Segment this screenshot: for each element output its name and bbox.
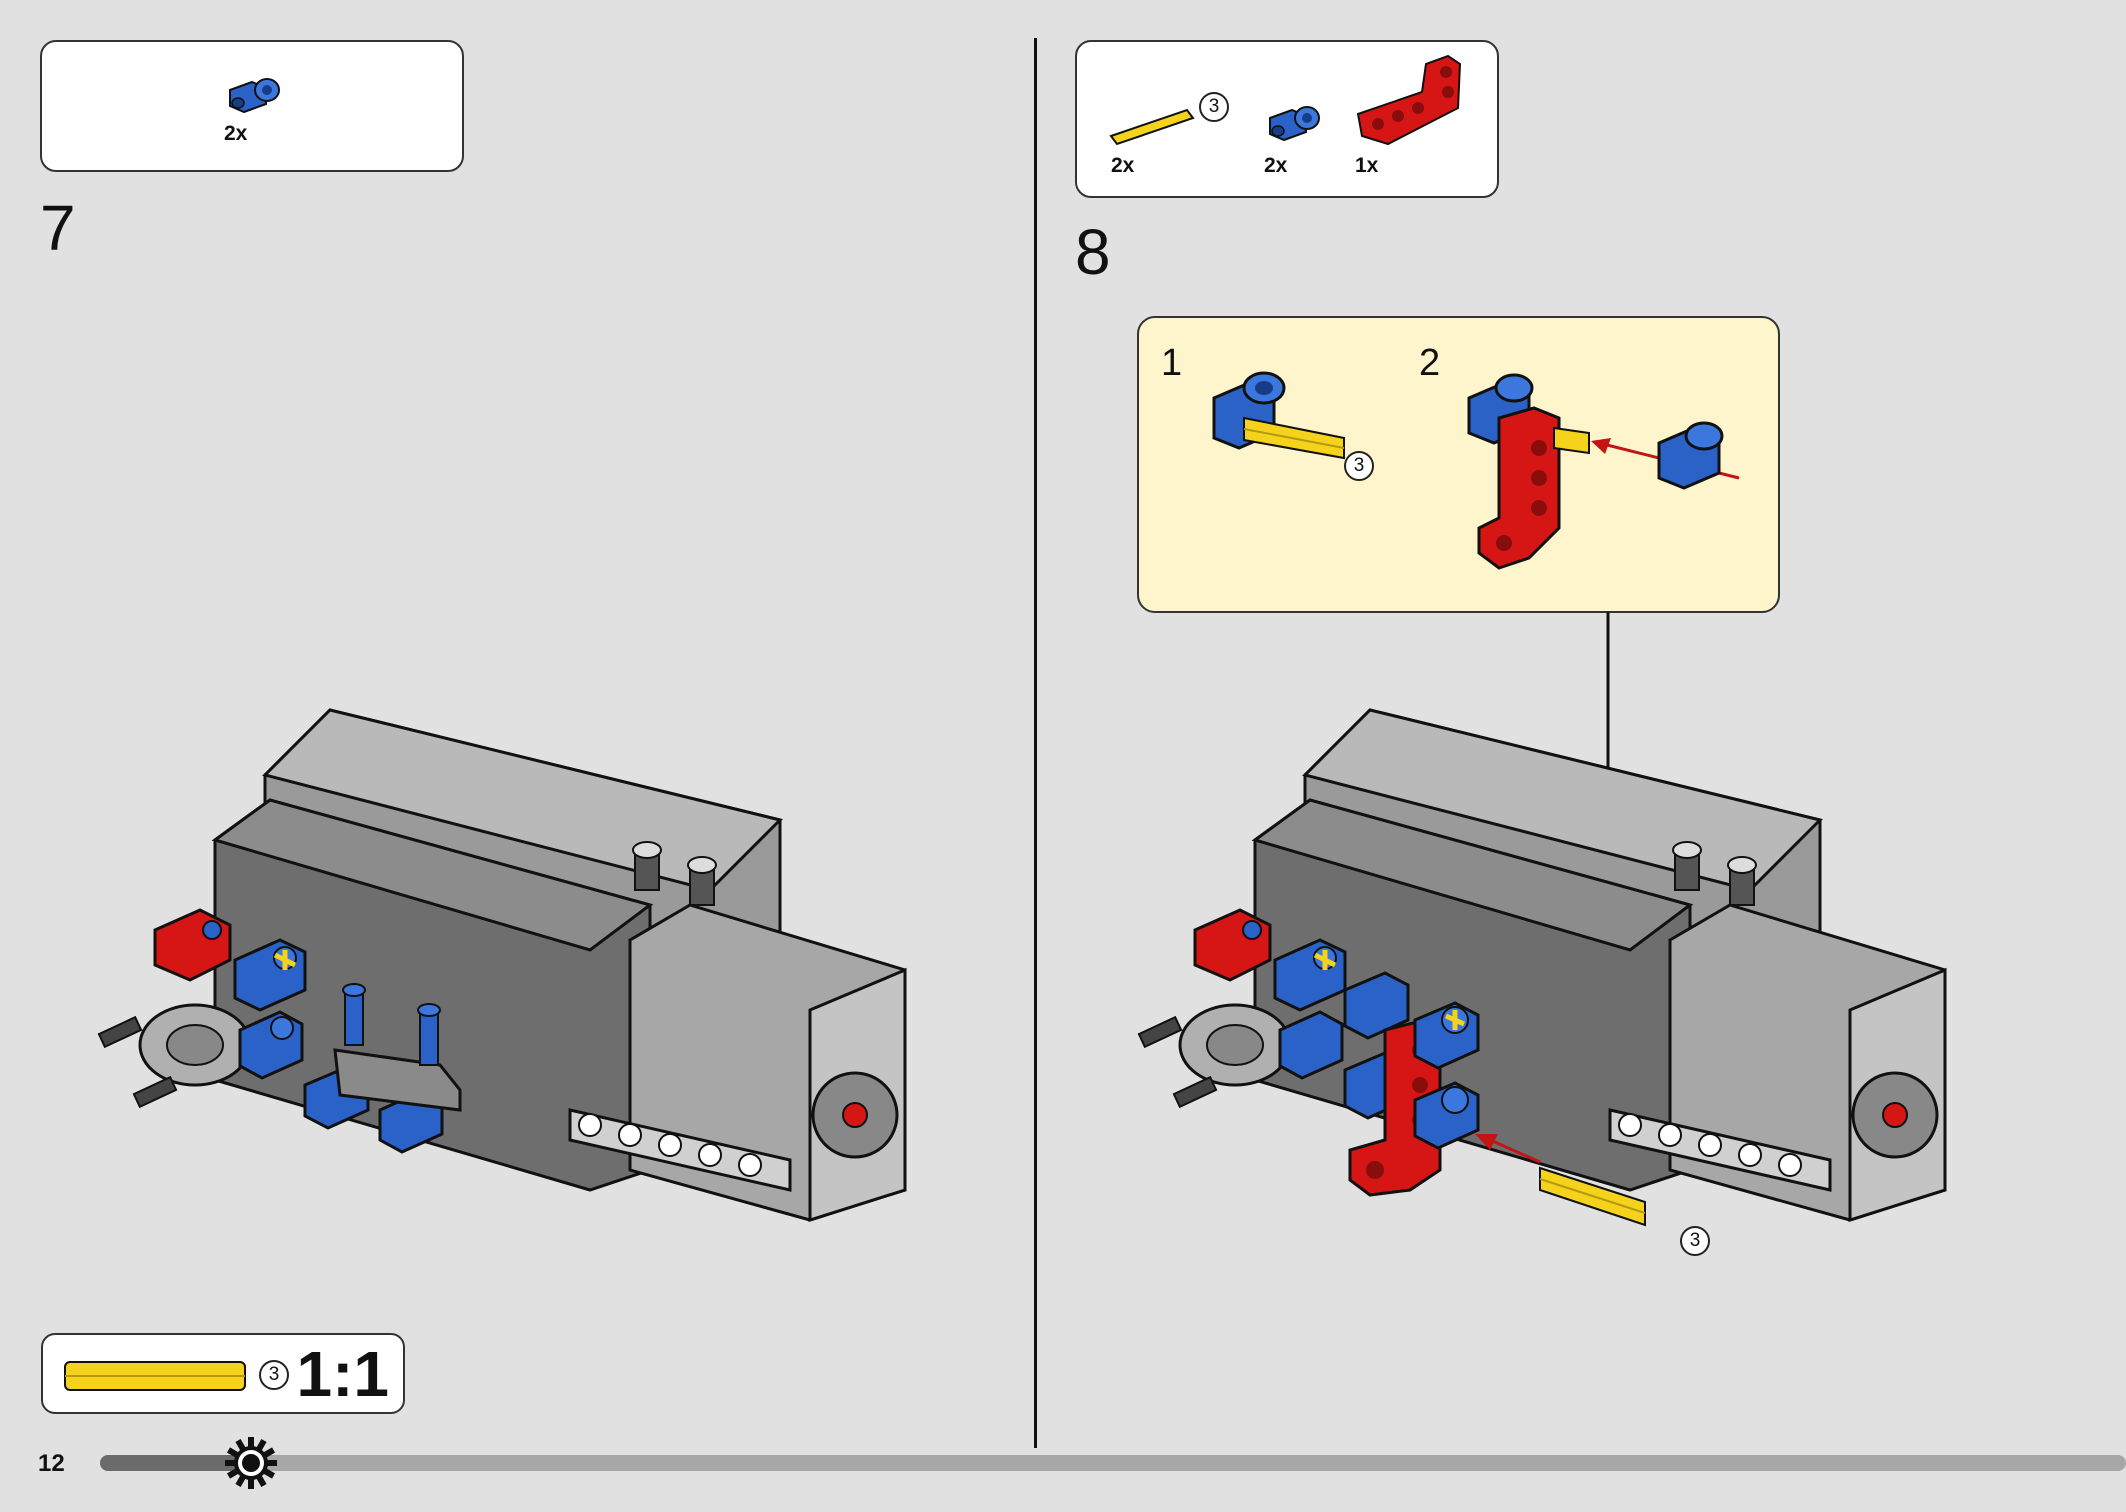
axle-length-label: 3 bbox=[1344, 451, 1374, 481]
yellow-axle-icon bbox=[1109, 108, 1195, 146]
progress-track bbox=[100, 1455, 2126, 1471]
axle-length-label: 3 bbox=[1199, 92, 1229, 122]
blue-pin-connector-icon bbox=[229, 78, 280, 114]
step-7-assembly-illustration bbox=[97, 708, 907, 1223]
substep-number: 1 bbox=[1161, 342, 1183, 384]
axle-length-label: 3 bbox=[1680, 1226, 1710, 1256]
blue-pin-connector-icon bbox=[1269, 106, 1320, 142]
part-quantity: 2x bbox=[1111, 154, 1135, 177]
axle-length-label: 3 bbox=[259, 1360, 289, 1390]
step-8-assembly-illustration bbox=[1137, 708, 1947, 1227]
sub-assembly-callout: 1 3 2 bbox=[1137, 316, 1780, 613]
progress-fill bbox=[100, 1455, 251, 1471]
substep-number: 2 bbox=[1419, 342, 1441, 384]
red-beam-assembly-illustration bbox=[1467, 373, 1740, 570]
parts-list-step-8: 3 2x 2x 1x bbox=[1075, 40, 1499, 198]
blue-connector-with-axle-illustration bbox=[1212, 371, 1345, 460]
part-quantity: 2x bbox=[1264, 154, 1288, 177]
page-divider bbox=[1034, 38, 1037, 1448]
step-number: 7 bbox=[40, 192, 76, 264]
gear-icon bbox=[225, 1437, 277, 1489]
scale-reference-box: 3 1:1 bbox=[41, 1333, 405, 1414]
red-bent-beam-icon bbox=[1356, 54, 1462, 146]
page-number: 12 bbox=[38, 1450, 65, 1477]
scale-ratio: 1:1 bbox=[296, 1338, 390, 1410]
step-number: 8 bbox=[1075, 216, 1111, 288]
part-quantity: 1x bbox=[1355, 154, 1379, 177]
parts-list-step-7: 2x bbox=[40, 40, 464, 172]
part-quantity: 2x bbox=[224, 122, 248, 145]
yellow-axle-icon bbox=[64, 1361, 246, 1391]
